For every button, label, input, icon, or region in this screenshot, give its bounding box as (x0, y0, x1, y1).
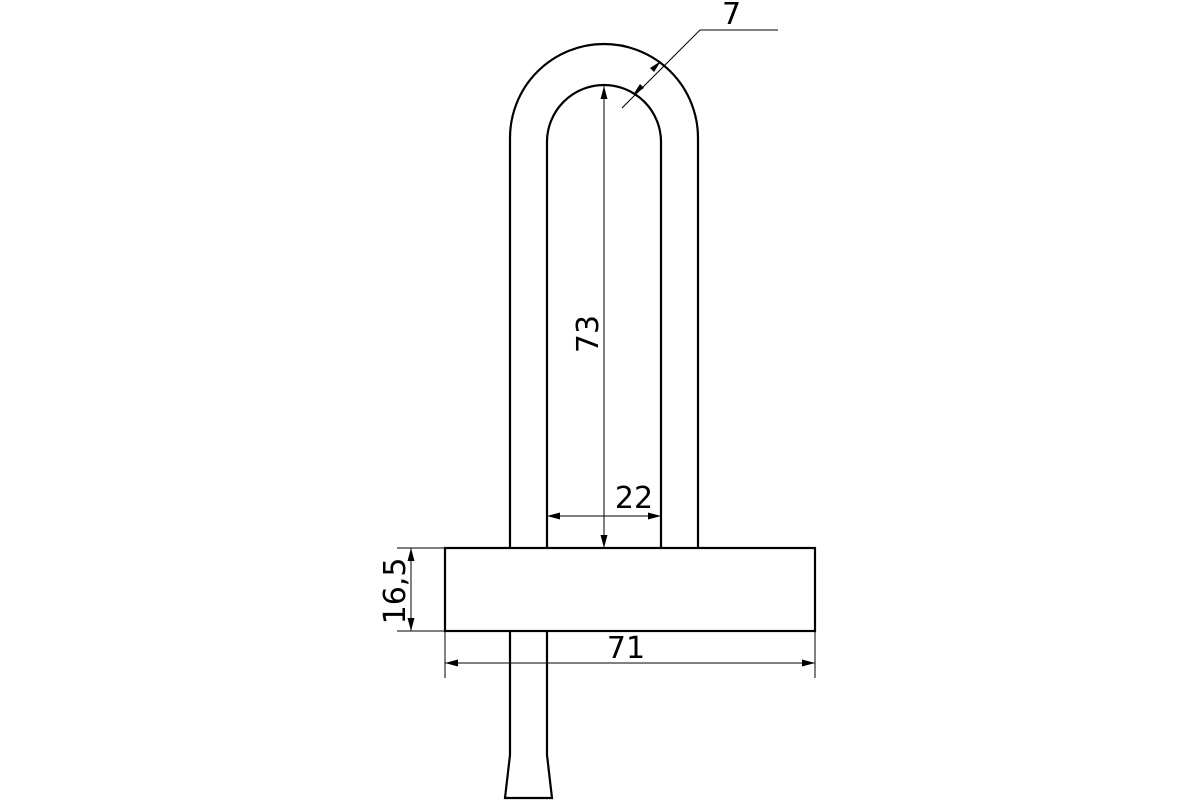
dim-body-height-label: 16,5 (378, 558, 413, 625)
dimension-inner-width: 22 (547, 481, 661, 520)
dim-body-width-label: 71 (607, 631, 645, 666)
dim-body-height-arrow-bottom (407, 618, 415, 631)
shackle-outer-outline (508, 42, 700, 548)
dim-width-label: 22 (615, 481, 653, 516)
dim-thickness-arrow-outer (650, 61, 661, 72)
dim-height-arrow-top (600, 86, 608, 99)
dim-body-height-arrow-top (407, 548, 415, 561)
dim-thickness-arrow-inner (633, 84, 644, 95)
lock-body (443, 546, 817, 633)
dim-thickness-label: 7 (722, 0, 741, 32)
dimension-inner-height: 73 (571, 86, 608, 548)
dimension-body-height: 16,5 (378, 547, 445, 632)
dim-width-arrow-right (648, 512, 661, 520)
shackle-inner-outline (545, 83, 663, 548)
dim-body-width-arrow-left (445, 659, 458, 667)
dimension-wire-thickness: 7 (621, 0, 778, 109)
dimension-body-width: 71 (444, 631, 816, 678)
shackle-leg-lower (503, 631, 554, 800)
dim-width-arrow-left (547, 512, 560, 520)
dim-thickness-leader (621, 29, 701, 109)
dim-height-label: 73 (571, 315, 606, 353)
dim-height-arrow-bottom (600, 535, 608, 548)
dim-body-width-arrow-right (802, 659, 815, 667)
